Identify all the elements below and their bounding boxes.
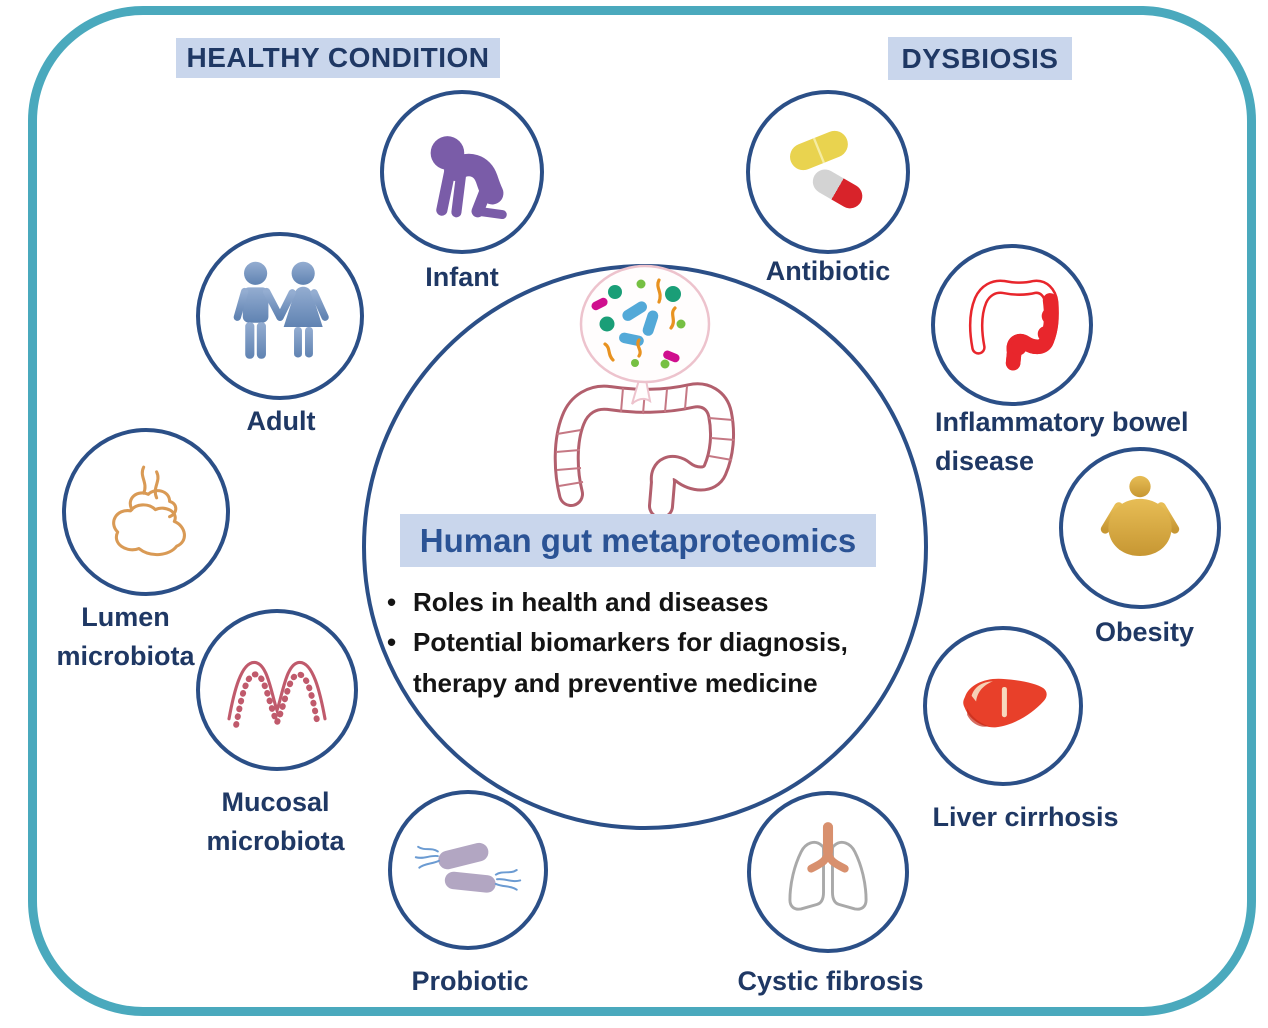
label-adult: Adult [246,406,316,436]
label-ibd: Inflammatory bowel disease [935,407,1189,477]
node-antibiotic [746,90,910,254]
label-mucosal-microbiota: Mucosal microbiota [206,787,345,857]
pills-icon [790,130,863,209]
colon-icon [553,382,736,519]
node-infant [380,90,544,254]
node-probiotic [388,790,548,950]
center-bullet-1: Roles in health and diseases [383,582,898,623]
probiotic-bacteria-icon [414,842,522,893]
label-infant: Infant [425,262,499,292]
adult-couple-icon [233,261,329,359]
label-liver-cirrhosis: Liver cirrhosis [932,802,1119,832]
obese-person-icon [1100,475,1180,583]
gut-microbes-bubble-icon [579,264,711,405]
node-ibd [931,244,1093,406]
header-healthy-condition: HEALTHY CONDITION [176,38,500,78]
node-obesity [1059,447,1221,609]
node-lumen-microbiota [62,428,230,596]
label-obesity: Obesity [1094,617,1195,647]
rounded-border-frame [28,6,1256,1016]
header-dysbiosis: DYSBIOSIS [888,37,1072,80]
inflamed-colon-icon [968,279,1059,371]
label-antibiotic: Antibiotic [765,256,891,286]
center-bullet-list: Roles in health and diseases Potential b… [383,582,898,703]
node-cystic-fibrosis [747,791,909,953]
node-mucosal-microbiota [196,609,358,771]
infant-icon [430,136,507,220]
villi-icon [227,660,327,730]
liver-icon [963,678,1047,728]
center-title: Human gut metaproteomics [400,514,876,567]
label-probiotic: Probiotic [411,966,529,996]
lungs-icon [788,822,868,911]
label-cystic-fibrosis: Cystic fibrosis [737,966,924,996]
center-bullet-2: Potential biomarkers for diagnosis, ther… [383,622,898,703]
node-liver-cirrhosis [923,626,1083,786]
node-adult [196,232,364,400]
stool-icon [112,465,186,557]
label-lumen-microbiota: Lumen microbiota [56,602,195,672]
